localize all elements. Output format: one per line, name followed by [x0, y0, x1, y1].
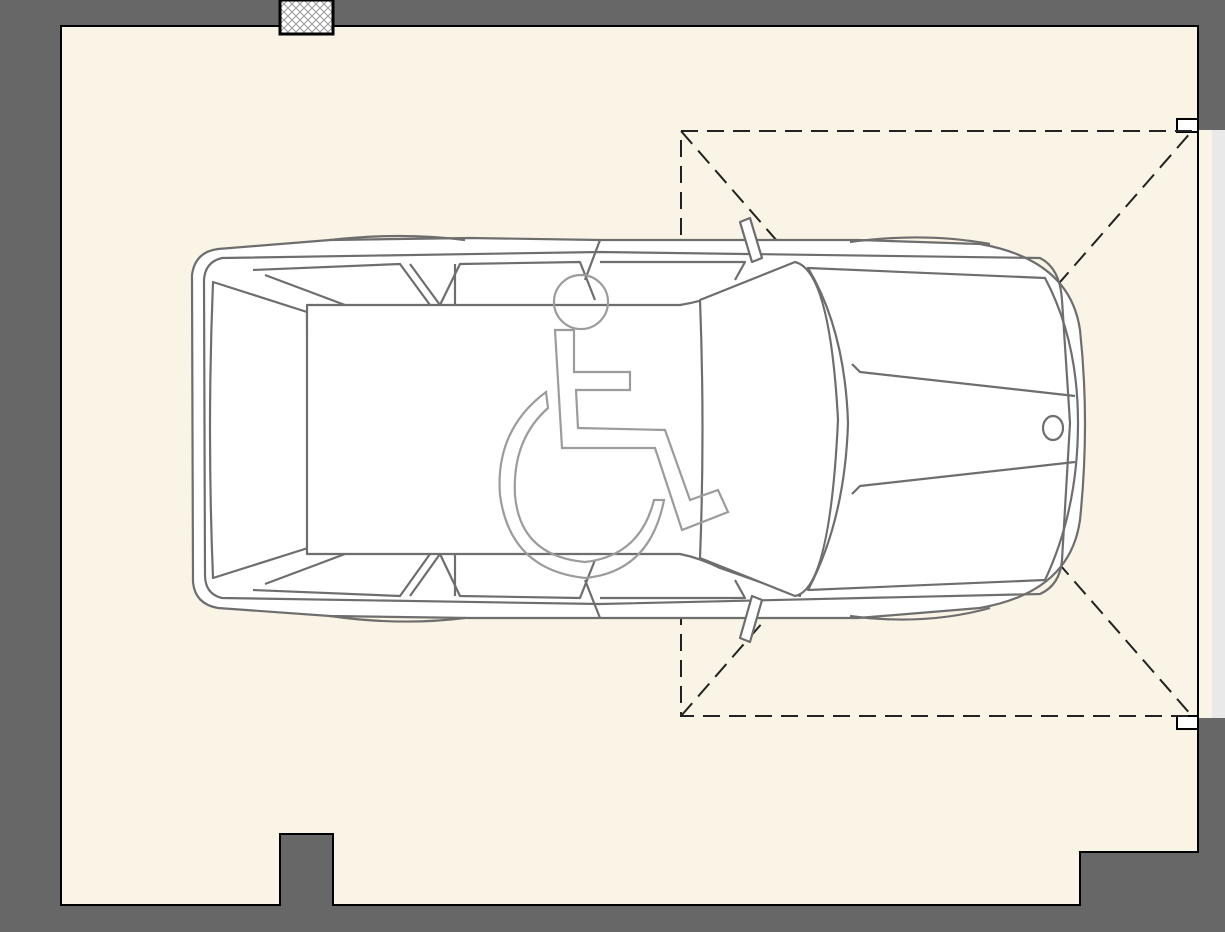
door-jamb-bottom	[1176, 715, 1199, 730]
wheelchair-icon	[498, 273, 730, 580]
windshield	[698, 260, 840, 598]
mirror-top	[738, 216, 764, 264]
hood-ornament	[1041, 414, 1065, 442]
vent-icon	[278, 0, 335, 36]
door-panel	[1212, 130, 1225, 718]
mirror-bottom	[738, 594, 764, 644]
wheelchair-head	[552, 273, 610, 331]
car-top-view	[190, 216, 1087, 644]
rear-window	[208, 280, 310, 580]
hood	[806, 266, 1080, 592]
